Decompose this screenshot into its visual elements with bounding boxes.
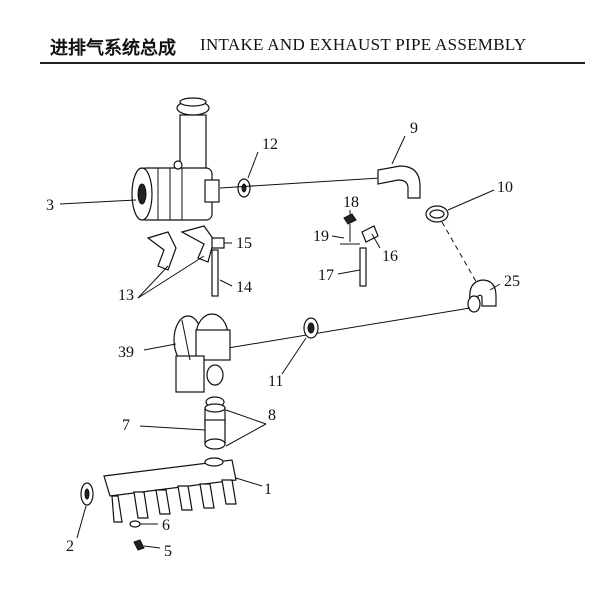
- callout-11: 11: [268, 373, 283, 390]
- turbocharger-part: [173, 313, 231, 393]
- exhaust-manifold-part: [103, 457, 237, 523]
- callout-9: 9: [410, 120, 418, 137]
- title-underline: [40, 62, 585, 64]
- leader-lines: [59, 135, 501, 549]
- callout-1: 1: [264, 481, 272, 498]
- elbow-hose-part: [377, 165, 421, 199]
- callout-10: 10: [497, 179, 513, 196]
- seal-ring-hole: [241, 183, 247, 193]
- callout-8: 8: [268, 407, 276, 424]
- title-bar: 进排气系统总成 INTAKE AND EXHAUST PIPE ASSEMBLY: [0, 0, 600, 64]
- washer-part: [129, 520, 141, 528]
- connect-line: [219, 177, 381, 189]
- callout-2: 2: [66, 538, 74, 555]
- dashed-connect-line: [441, 221, 479, 286]
- callout-13: 13: [118, 287, 134, 304]
- title-chinese: 进排气系统总成: [50, 38, 176, 59]
- callout-18: 18: [343, 194, 359, 211]
- connect-line-2: [227, 307, 471, 349]
- air-filter-part: [131, 97, 220, 221]
- callout-12: 12: [262, 136, 278, 153]
- callout-14: 14: [236, 279, 252, 296]
- callout-6: 6: [162, 517, 170, 534]
- brackets-assembly: [146, 225, 225, 297]
- elbow-pipe-end: [467, 295, 481, 313]
- callout-3: 3: [46, 197, 54, 214]
- callout-7: 7: [122, 417, 130, 434]
- bolt-part: [133, 539, 145, 551]
- exhaust-pipe-stack: [204, 396, 226, 467]
- gasket-hole: [307, 322, 315, 334]
- title-english: INTAKE AND EXHAUST PIPE ASSEMBLY: [200, 35, 527, 54]
- callout-25: 25: [504, 273, 520, 290]
- callout-15: 15: [236, 235, 252, 252]
- bolt-assembly: [340, 213, 379, 287]
- callout-5: 5: [164, 543, 172, 560]
- callout-16: 16: [382, 248, 398, 265]
- hose-clamp-inner: [429, 209, 445, 219]
- callout-19: 19: [313, 228, 329, 245]
- callout-39: 39: [118, 344, 134, 361]
- callout-17: 17: [318, 267, 334, 284]
- manifold-gasket-hole: [84, 488, 90, 500]
